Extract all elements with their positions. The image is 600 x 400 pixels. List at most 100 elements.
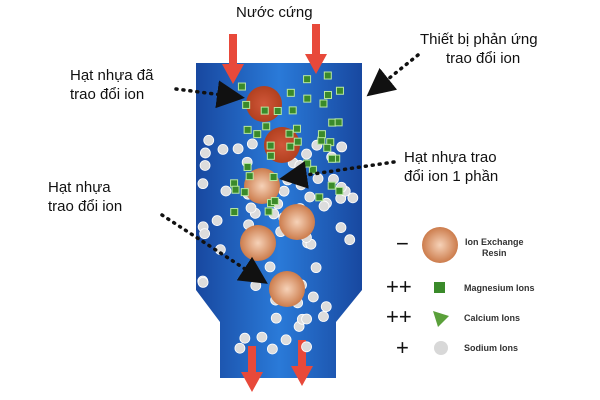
sodium-ion: [217, 143, 229, 155]
magnesium-ion: [323, 71, 332, 80]
magnesium-ion: [262, 122, 271, 131]
sodium-ion: [199, 228, 211, 240]
magnesium-ions: [230, 71, 344, 217]
magnesium-ion: [273, 106, 282, 115]
resin-bead-icon: [422, 227, 458, 263]
sodium-ion: [211, 215, 223, 226]
magnesium-ion: [230, 208, 239, 217]
sodium-ion: [295, 179, 307, 191]
inlet-arrows: [222, 24, 327, 84]
sodium-ion: [278, 185, 290, 197]
magnesium-ion: [285, 129, 294, 138]
sodium-ion: [245, 202, 257, 214]
sodium-ion: [220, 185, 232, 197]
magnesium-ion: [327, 154, 336, 163]
reactor-label-line: trao đổi ion: [446, 50, 521, 67]
magnesium-ion: [327, 181, 336, 190]
sodium-ion: [301, 341, 312, 353]
sodium-ion: [347, 192, 359, 204]
sodium-ion: [304, 191, 316, 203]
sodium-ion: [301, 313, 312, 325]
reactor-label-line: Thiết bị phản ứng: [420, 31, 538, 48]
calcium-icon: [433, 311, 449, 327]
sodium-ion: [199, 147, 211, 159]
hard-water-label: Nước cứng: [236, 4, 313, 21]
magnesium-ion: [243, 162, 252, 171]
magnesium-ion: [303, 94, 312, 103]
resin-used: [246, 86, 282, 122]
sodium-ion: [250, 280, 262, 292]
magnesium-ion: [266, 151, 275, 160]
sodium-ion: [232, 143, 244, 155]
magnesium-ion: [245, 172, 254, 181]
magnesium-ion: [269, 173, 278, 182]
sodium-ion: [199, 160, 211, 171]
arrow-down-icon: [291, 340, 313, 386]
sodium-ion: [266, 343, 278, 355]
magnesium-ion: [243, 125, 252, 134]
sodium-ion: [307, 291, 319, 303]
sodium-ion: [256, 331, 268, 343]
legend-label-sodium: Sodium Ions: [464, 343, 518, 353]
magnesium-ion: [303, 75, 312, 84]
pointer-arrows: [160, 53, 420, 284]
label-line: trao đổi ion: [48, 198, 123, 215]
sodium-ion: [197, 276, 209, 288]
legend-label-calcium: Calcium Ions: [464, 313, 521, 323]
magnesium-ion: [335, 86, 344, 95]
magnesium-ion: [286, 88, 295, 97]
resin-partial: [279, 204, 315, 240]
magnesium-ion: [260, 106, 269, 115]
magnesium-ion: [317, 130, 326, 139]
label-line: Ion Exchange: [465, 237, 524, 247]
reactor-label: Thiết bị phản ứng trao đổi ion: [420, 30, 538, 68]
magnesium-ion: [335, 186, 344, 195]
fresh-resin-label: Hạt nhựa trao đổi ion: [48, 178, 122, 216]
label-line: đổi ion 1 phần: [404, 168, 499, 185]
sodium-ion: [203, 134, 215, 146]
sodium-ion: [301, 148, 312, 160]
label-line: Resin: [482, 248, 507, 258]
magnesium-ion: [334, 118, 343, 127]
magnesium-ion: [264, 207, 273, 216]
magnesium-ion: [231, 185, 240, 194]
sodium-ion: [280, 334, 292, 346]
legend-sign: ++: [386, 304, 412, 329]
label-line: Hạt nhựa trao: [404, 149, 497, 166]
magnesium-ion: [237, 82, 246, 91]
sodium-ion: [270, 312, 282, 324]
sodium-ion: [197, 178, 209, 190]
sodium-ion: [239, 332, 251, 344]
sodium-ion: [318, 200, 330, 212]
magnesium-ion: [323, 143, 332, 152]
sodium-ion: [320, 301, 332, 313]
magnesium-ion: [293, 137, 302, 146]
arrow-down-icon: [305, 24, 327, 74]
magnesium-ion: [303, 159, 312, 168]
resin-fresh: [269, 271, 305, 307]
partial-resin-label: Hạt nhựa trao đổi ion 1 phần: [404, 148, 498, 186]
magnesium-ion: [308, 165, 317, 174]
magnesium-ion: [253, 130, 262, 139]
legend-sign: +: [396, 335, 409, 360]
sodium-icon: [434, 341, 448, 355]
magnesium-ion: [240, 188, 249, 197]
sodium-ion: [234, 342, 246, 354]
sodium-ion: [318, 311, 329, 322]
label-line: Hạt nhựa: [48, 179, 111, 196]
magnesium-ion: [286, 142, 295, 151]
magnesium-ion: [323, 90, 332, 99]
magnesium-ion: [266, 141, 275, 150]
sodium-ion: [246, 138, 258, 150]
magnesium-ion: [317, 136, 326, 145]
magnesium-ion: [319, 99, 328, 108]
arrow-down-icon: [241, 346, 263, 392]
legend-sign: ++: [386, 274, 412, 299]
magnesium-ion: [270, 197, 279, 206]
magnesium-ion: [288, 106, 297, 115]
legend-icons: [422, 227, 458, 355]
